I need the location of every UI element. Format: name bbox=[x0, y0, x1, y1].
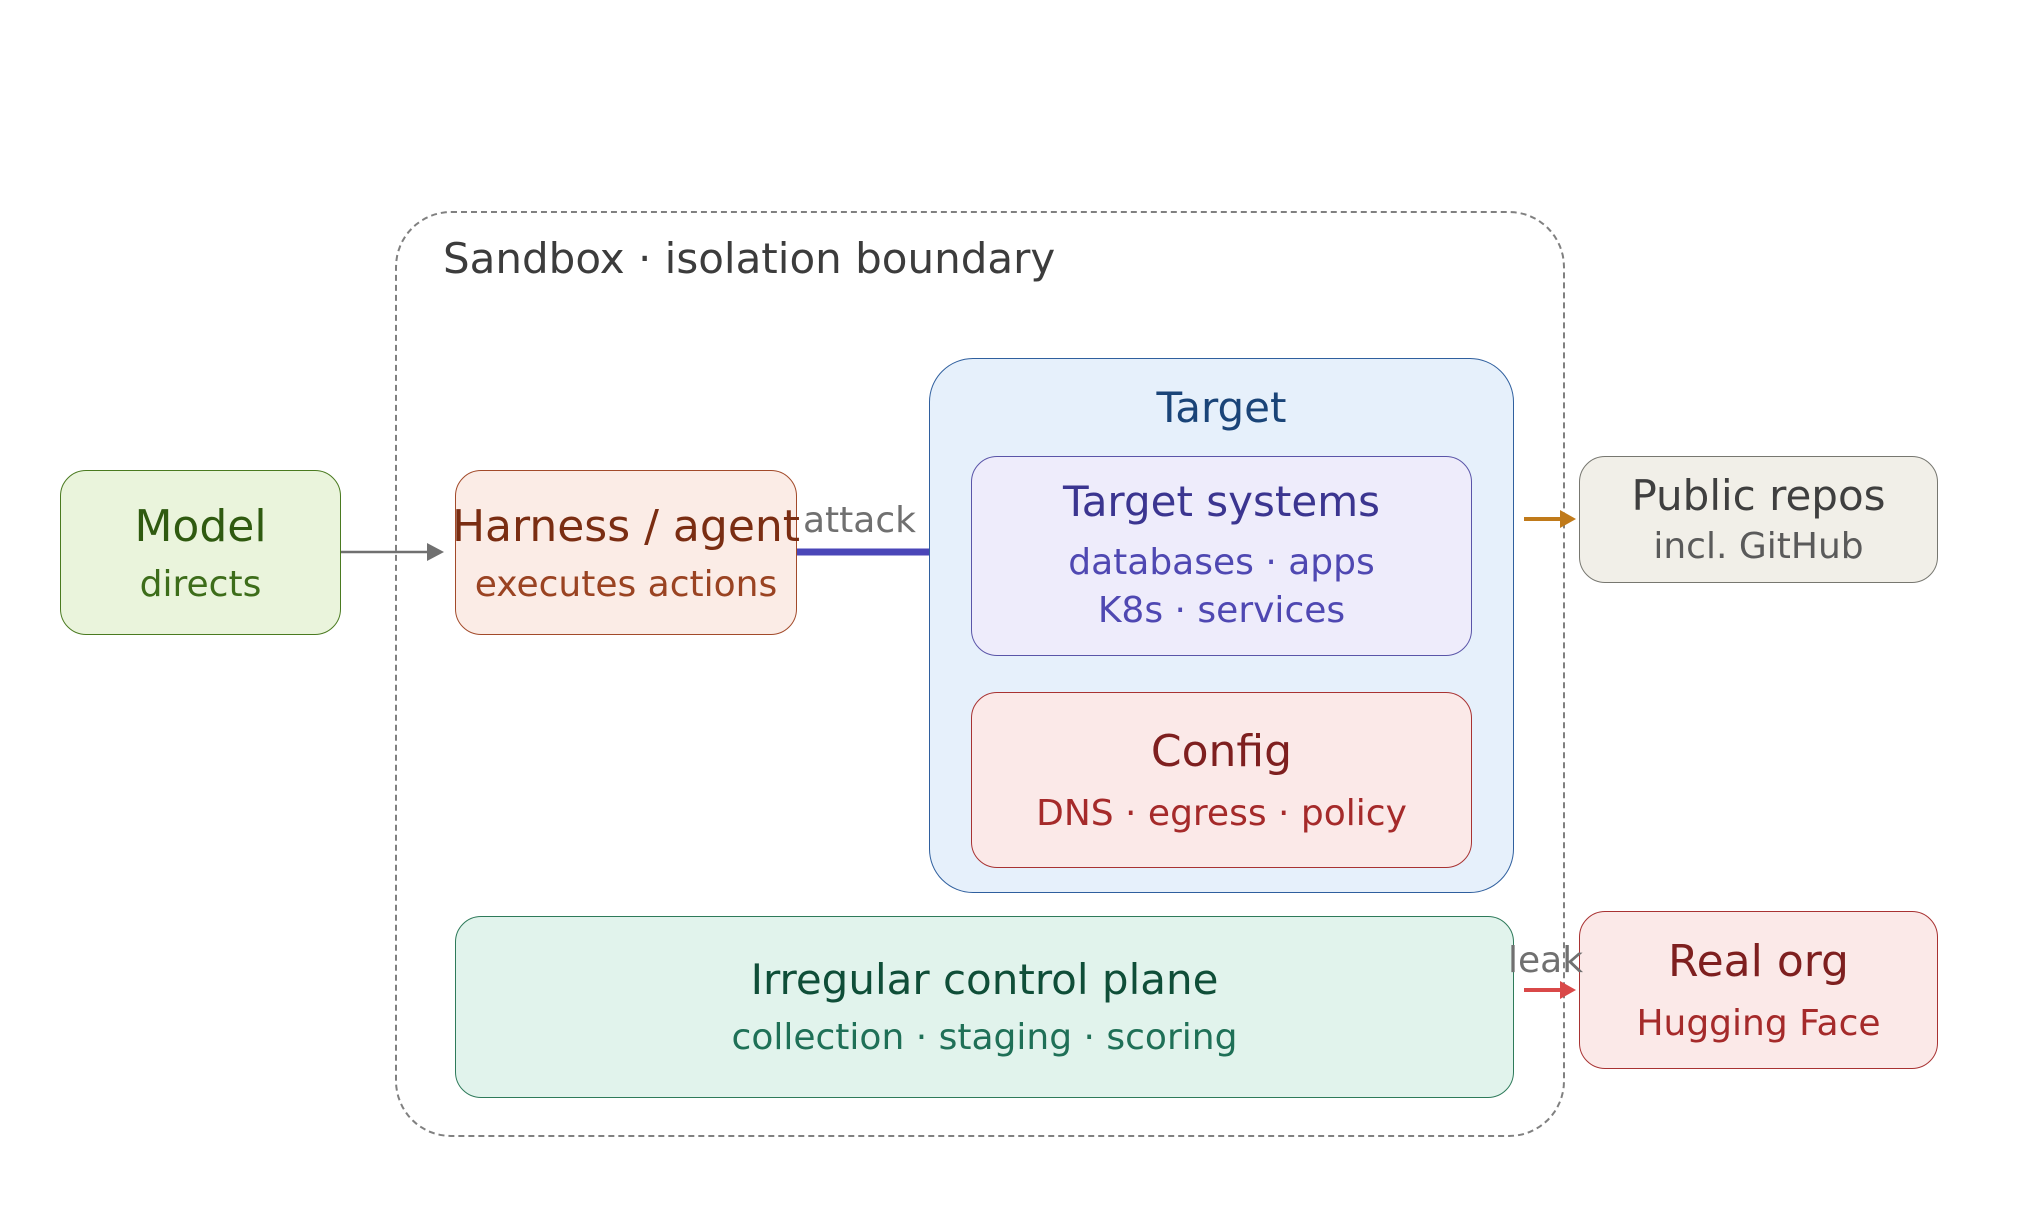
target-systems-node[interactable]: Target systems databases · apps K8s · se… bbox=[971, 456, 1472, 656]
sandbox-label: Sandbox · isolation boundary bbox=[443, 234, 1056, 283]
target-systems-line1: databases · apps bbox=[1068, 541, 1375, 583]
public-repos-node[interactable]: Public repos incl. GitHub bbox=[1579, 456, 1938, 583]
config-node[interactable]: Config DNS · egress · policy bbox=[971, 692, 1472, 868]
real-org-title: Real org bbox=[1667, 936, 1849, 987]
attack-label: attack bbox=[803, 500, 916, 541]
public-repos-subtitle: incl. GitHub bbox=[1653, 526, 1864, 568]
model-node[interactable]: Model directs bbox=[60, 470, 341, 635]
harness-title: Harness / agent bbox=[451, 500, 801, 552]
config-subtitle: DNS · egress · policy bbox=[1036, 793, 1407, 834]
control-plane-node[interactable]: Irregular control plane collection · sta… bbox=[455, 916, 1514, 1098]
real-org-subtitle: Hugging Face bbox=[1636, 1003, 1881, 1044]
public-repos-title: Public repos bbox=[1631, 470, 1886, 520]
target-systems-title: Target systems bbox=[1062, 477, 1380, 527]
control-plane-title: Irregular control plane bbox=[750, 955, 1219, 1005]
to-public-repos-arrowhead bbox=[1560, 510, 1576, 528]
target-label: Target bbox=[1156, 383, 1287, 432]
config-title: Config bbox=[1150, 726, 1293, 777]
model-subtitle: directs bbox=[139, 563, 262, 605]
model-title: Model bbox=[134, 500, 267, 552]
control-plane-subtitle: collection · staging · scoring bbox=[731, 1016, 1238, 1058]
sandbox-boundary bbox=[395, 211, 1565, 1137]
real-org-node[interactable]: Real org Hugging Face bbox=[1579, 911, 1938, 1069]
leak-label: leak bbox=[1508, 940, 1584, 981]
leak-arrowhead bbox=[1560, 981, 1576, 999]
harness-subtitle: executes actions bbox=[474, 563, 778, 605]
harness-node[interactable]: Harness / agent executes actions bbox=[451, 470, 801, 635]
model-to-harness-arrowhead bbox=[427, 543, 444, 561]
target-systems-line2: K8s · services bbox=[1097, 590, 1346, 632]
target-systems-details: databases · apps K8s · services bbox=[1068, 539, 1375, 636]
